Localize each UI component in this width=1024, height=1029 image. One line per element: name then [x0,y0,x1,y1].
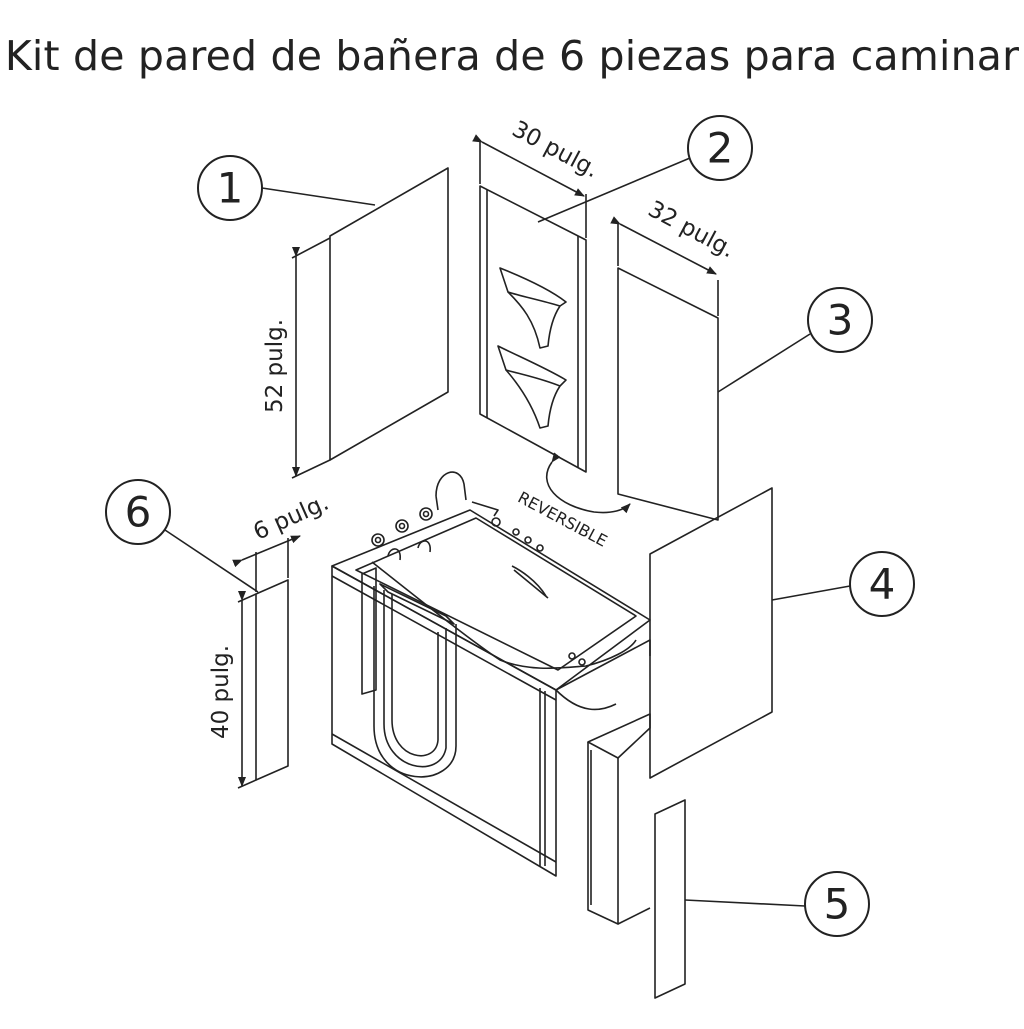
wall-panel-2 [479,185,587,473]
pedestal-block [587,713,651,925]
corner-shelf-lower [497,345,567,429]
leader-line-6 [164,529,259,593]
leader-line-4 [771,585,851,601]
dimension-32 [610,216,719,316]
wall-panel-3 [617,267,719,521]
dimension-label-30: 30 pulg. [508,116,603,183]
callout-number-6: 6 [125,488,152,537]
callout-number-5: 5 [824,880,851,929]
wall-panel-5 [654,799,686,999]
leader-line-5 [684,899,806,907]
reversible-label: REVERSIBLE [515,488,611,551]
wall-panel-4 [649,487,773,779]
callout-circle-2 [687,115,753,181]
callout-number-2: 2 [707,124,734,173]
dimension-30 [472,134,587,238]
leader-line-3 [717,333,811,393]
callout-number-4: 4 [869,560,896,609]
callout-circle-3 [807,287,873,353]
callout-circle-4 [849,551,915,617]
walk-in-tub [331,471,651,877]
dimension-label-40: 40 pulg. [208,645,234,739]
callout-number-1: 1 [217,164,244,213]
dimension-6 [232,535,301,592]
dimension-label-32: 32 pulg. [644,196,739,263]
dimension-52 [291,237,331,479]
dimension-label-52: 52 pulg. [262,319,288,413]
dimension-label-6: 6 pulg. [250,490,333,546]
leader-line-1 [261,187,376,206]
corner-shelf-upper [499,267,567,349]
callout-circle-1 [197,155,263,221]
callout-circle-5 [804,871,870,937]
callout-number-3: 3 [827,296,854,345]
wall-panel-1 [329,167,449,461]
diagram-title: Kit de pared de bañera de 6 piezas para … [4,32,1020,80]
dimension-40 [237,591,257,789]
leader-line-2 [537,157,691,223]
reversible-arrow [545,452,631,514]
callout-circle-6 [105,479,171,545]
wall-panel-6 [255,579,289,781]
